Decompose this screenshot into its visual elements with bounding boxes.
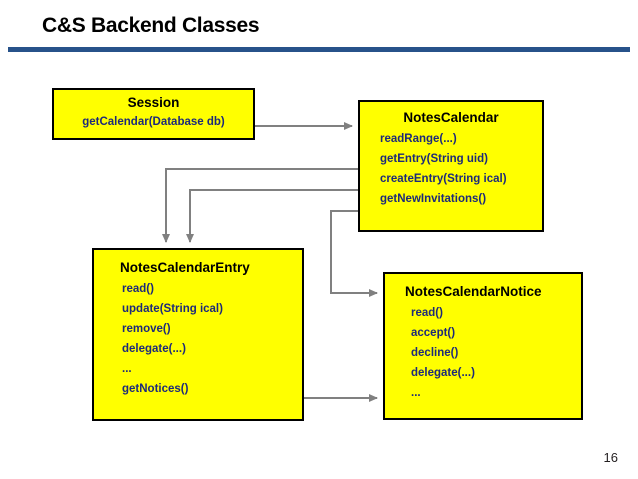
class-box-notescalendarnotice[interactable]: NotesCalendarNotice read() accept() decl…	[383, 272, 583, 420]
class-member-notescalendarentry-2: remove()	[122, 323, 171, 335]
class-member-notescalendar-2: createEntry(String ical)	[380, 173, 507, 185]
page-title: C&S Backend Classes	[42, 14, 260, 37]
class-name-session: Session	[127, 95, 180, 110]
class-member-notescalendarnotice-1: accept()	[411, 327, 456, 339]
class-member-notescalendarnotice-2: decline()	[411, 347, 459, 359]
class-box-notescalendar[interactable]: NotesCalendar readRange(...) getEntry(St…	[358, 100, 544, 232]
class-member-notescalendarnotice-4: ...	[411, 387, 421, 399]
class-member-notescalendarentry-1: update(String ical)	[122, 303, 223, 315]
connector-getnewinvitations-to-notice	[330, 210, 378, 297]
class-member-notescalendar-3: getNewInvitations()	[380, 193, 487, 205]
class-box-notescalendarentry[interactable]: NotesCalendarEntry read() update(String …	[92, 248, 304, 421]
class-member-notescalendar-1: getEntry(String uid)	[380, 153, 488, 165]
class-box-session[interactable]: Session getCalendar(Database db)	[52, 88, 255, 140]
page-number: 16	[603, 450, 618, 465]
class-name-notescalendar: NotesCalendar	[403, 110, 499, 125]
class-member-notescalendarnotice-3: delegate(...)	[411, 367, 475, 379]
class-name-notescalendarentry: NotesCalendarEntry	[120, 260, 250, 275]
class-name-notescalendarnotice: NotesCalendarNotice	[405, 284, 542, 299]
class-member-notescalendarentry-3: delegate(...)	[122, 343, 186, 355]
class-member-notescalendarentry-0: read()	[122, 283, 154, 295]
class-member-session-0: getCalendar(Database db)	[82, 116, 225, 128]
class-member-notescalendarnotice-0: read()	[411, 307, 443, 319]
class-member-notescalendarentry-5: getNotices()	[122, 383, 189, 395]
title-divider	[8, 47, 630, 52]
class-member-notescalendarentry-4: ...	[122, 363, 132, 375]
connector-getentry-to-entry	[162, 168, 360, 243]
connector-createentry-to-entry	[186, 189, 360, 243]
class-member-notescalendar-0: readRange(...)	[380, 133, 457, 145]
